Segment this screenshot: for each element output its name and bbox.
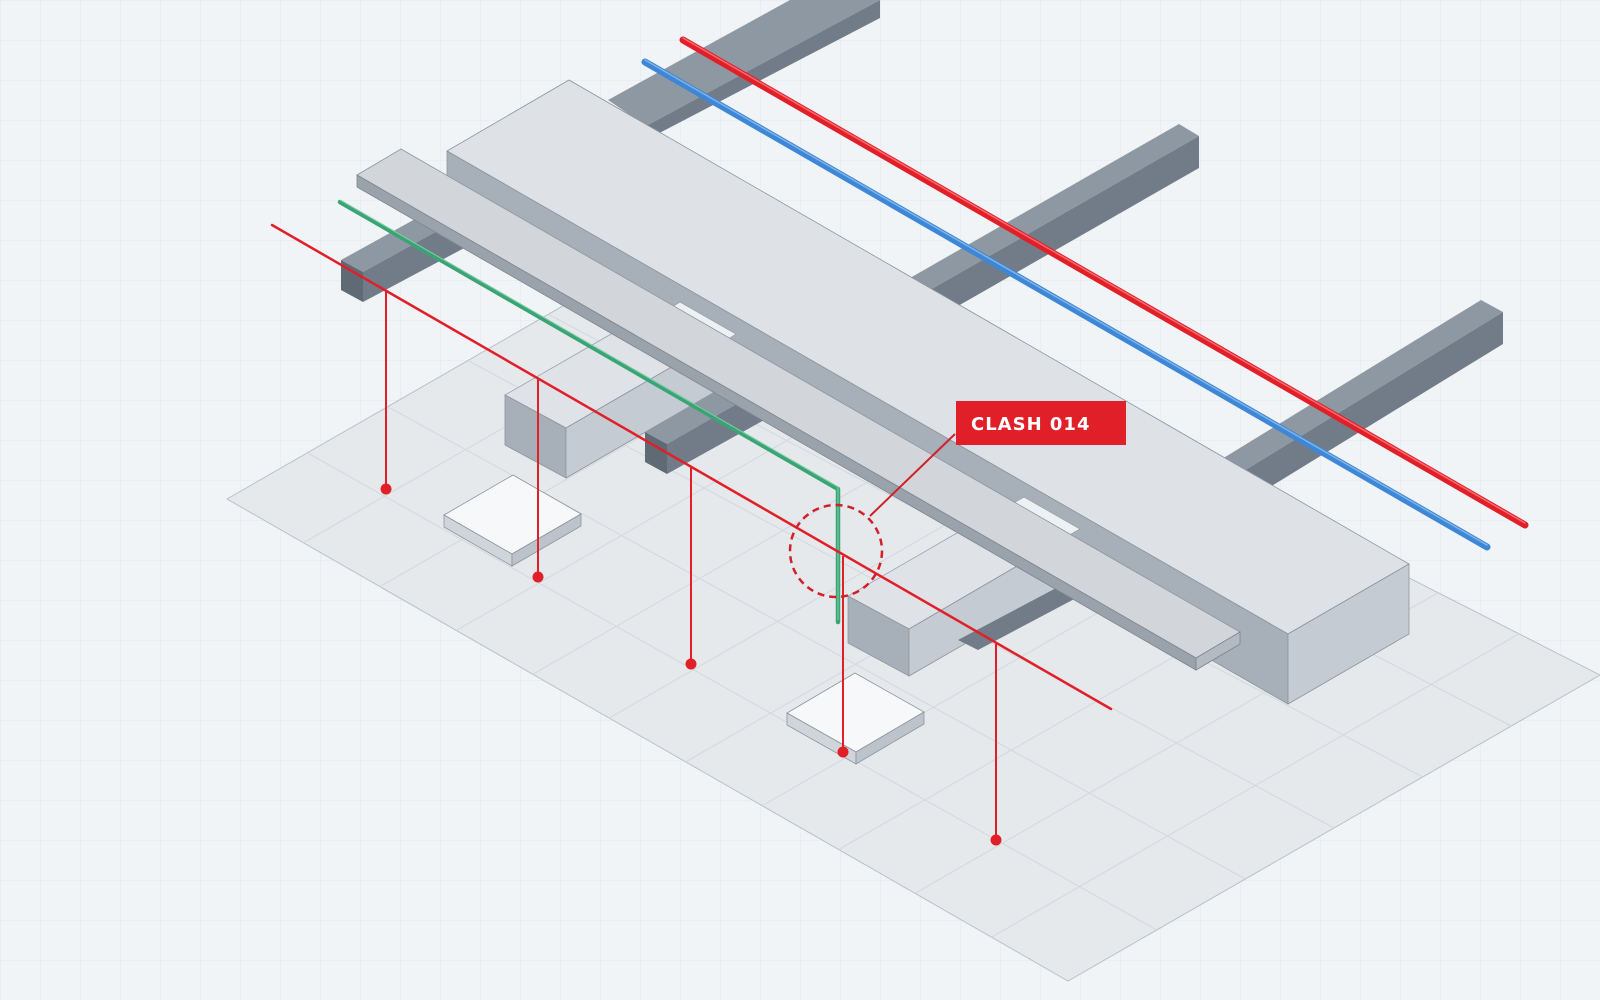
sprinkler-head[interactable]	[990, 834, 1002, 846]
clash-label-text: CLASH 014	[971, 414, 1090, 435]
steel-beam	[608, 0, 880, 140]
blue-pipe	[641, 58, 1491, 551]
clash-label[interactable]: CLASH 014	[956, 401, 1126, 445]
sprinkler-head[interactable]	[532, 571, 544, 583]
steel-beam	[958, 586, 1080, 650]
clash-marker[interactable]	[788, 433, 956, 599]
floor-grid-line	[991, 633, 1520, 938]
cable-tray	[356, 148, 1241, 671]
steel-beam	[910, 124, 1199, 322]
sprinkler-head[interactable]	[685, 658, 697, 670]
red-pipe	[679, 36, 1529, 529]
sprinkler-drops	[380, 291, 1002, 846]
sprinkler-head[interactable]	[380, 483, 392, 495]
equipment-pad	[443, 474, 582, 567]
clash-label-box	[956, 401, 1126, 445]
sprinkler-main	[270, 223, 1113, 711]
floor-grid-line	[307, 452, 1157, 931]
green-pipe	[337, 199, 841, 625]
sprinkler-head[interactable]	[837, 746, 849, 758]
